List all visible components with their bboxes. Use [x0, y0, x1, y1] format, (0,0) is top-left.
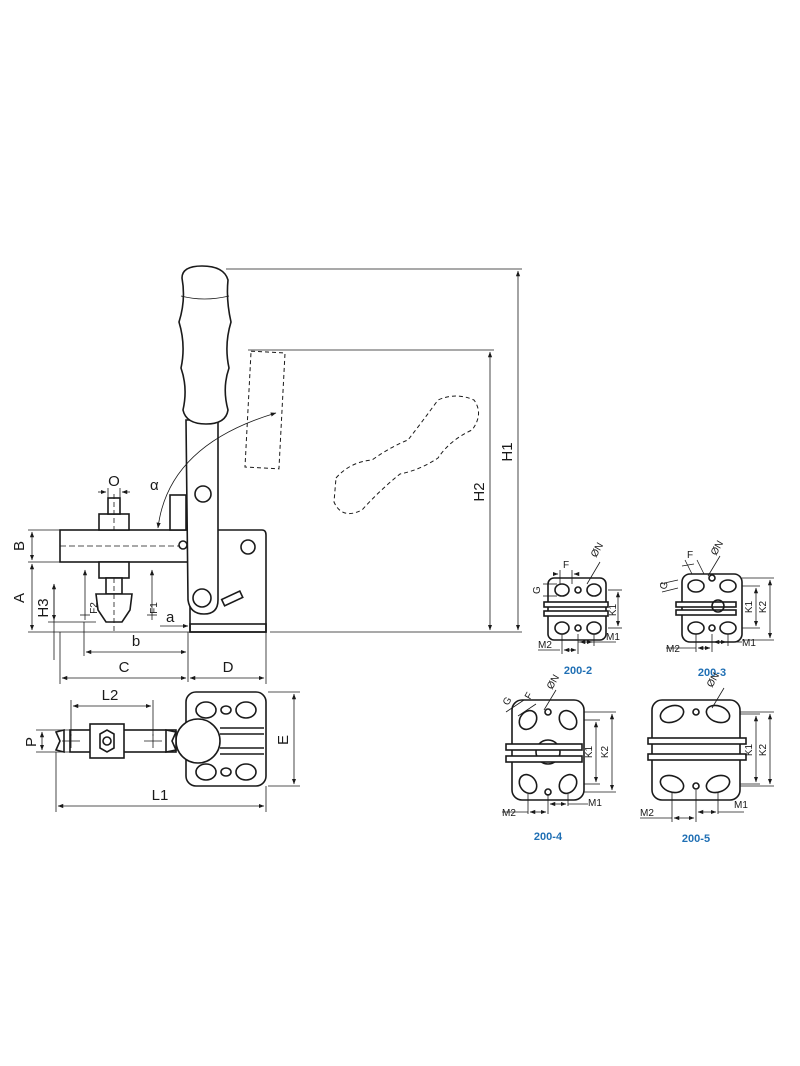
v2-label-F: F [687, 550, 693, 561]
v2-label-K2: K2 [758, 600, 769, 613]
clamp-link [169, 494, 187, 531]
base-foot [189, 623, 267, 633]
v3-label-K1: K1 [584, 745, 595, 758]
v1-label-M2: M2 [538, 640, 552, 651]
lever-pivot-top [194, 485, 212, 503]
v4-caption: 200-5 [682, 833, 710, 845]
v2-label-M2: M2 [666, 644, 680, 655]
side-view [59, 265, 479, 633]
label-alpha: α [150, 477, 159, 494]
top-labels: L2 P E L1 [23, 687, 292, 804]
v3-label-M2: M2 [502, 808, 516, 819]
v4-label-M1: M1 [734, 800, 748, 811]
lever-pivot-bottom [192, 588, 212, 608]
label-H3: H3 [35, 598, 52, 617]
v1-label-N: ØN [589, 541, 606, 559]
label-F2: F2 [89, 602, 100, 614]
main-dimensions [28, 268, 522, 684]
v3-label-F: F [523, 691, 536, 702]
label-a: a [166, 609, 175, 626]
handle-grip [178, 265, 232, 425]
label-L1: L1 [152, 787, 169, 804]
bar-pin [178, 540, 188, 550]
v3-label-N: ØN [545, 673, 562, 691]
v2-caption: 200-3 [698, 667, 726, 679]
label-C: C [119, 659, 130, 676]
v4-label-K1: K1 [744, 743, 755, 756]
label-D: D [223, 659, 234, 676]
v4-label-M2: M2 [640, 808, 654, 819]
spindle-tip [95, 593, 133, 623]
top-dimensions [36, 691, 300, 812]
v1-label-G: G [532, 586, 543, 594]
label-L2: L2 [102, 687, 119, 704]
label-H2: H2 [471, 482, 488, 501]
v2-label-G: G [658, 580, 671, 591]
label-B: B [11, 541, 28, 551]
top-view [54, 691, 267, 787]
label-P: P [23, 737, 40, 747]
v1-label-M1: M1 [606, 632, 620, 643]
v3-label-M1: M1 [588, 798, 602, 809]
v4-label-K2: K2 [758, 743, 769, 756]
v2-label-M1: M1 [742, 638, 756, 649]
label-O: O [108, 473, 120, 490]
variant-200-3: F ØN G K1 K2 M1 M2 200-3 [658, 539, 774, 679]
v3-label-K2: K2 [600, 745, 611, 758]
variant-200-2: F ØN G K1 M1 M2 200-2 [532, 541, 622, 677]
variant-200-5: ØN K1 K2 M1 M2 200-5 [640, 671, 774, 845]
open-position-angled [333, 395, 479, 515]
label-H1: H1 [499, 442, 516, 461]
label-F1: F1 [149, 602, 160, 614]
label-b: b [132, 633, 140, 650]
top-handle-knob [175, 718, 221, 764]
base-slot [220, 589, 244, 607]
main-labels: H1 H2 B A H3 F2 F1 α O a b C D [11, 442, 516, 676]
v1-label-K1: K1 [608, 603, 619, 616]
v1-caption: 200-2 [564, 665, 592, 677]
lower-nut [98, 561, 130, 579]
variant-200-4: G F ØN K1 K2 M1 M2 200-4 [501, 673, 616, 843]
base-pivot [240, 539, 256, 555]
label-E: E [275, 735, 292, 745]
v2-label-K1: K1 [744, 600, 755, 613]
v3-caption: 200-4 [534, 831, 563, 843]
v1-label-F: F [563, 560, 569, 571]
label-A: A [11, 593, 28, 603]
open-position-vertical [244, 350, 286, 470]
v2-label-N: ØN [709, 539, 726, 557]
